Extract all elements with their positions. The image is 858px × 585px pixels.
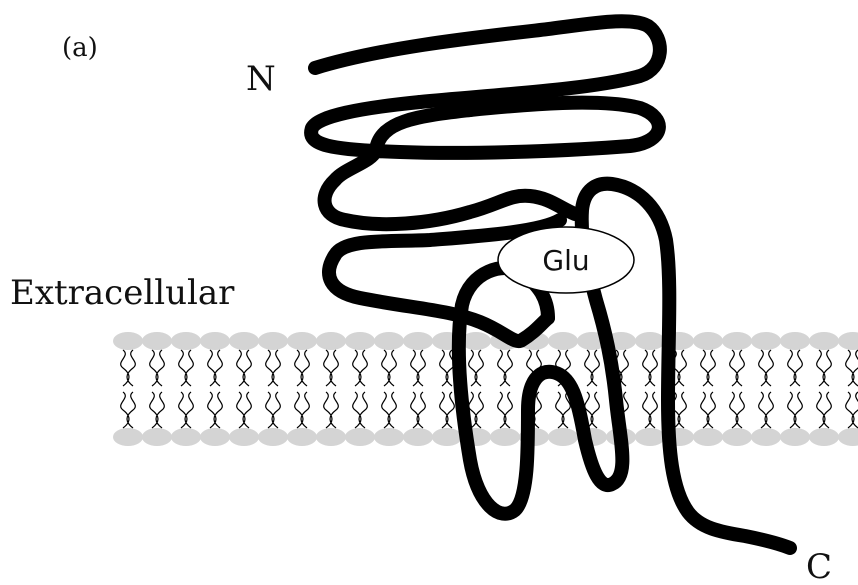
lipid-tail (150, 350, 165, 386)
lipid-tail (208, 392, 223, 428)
lipid-tail (382, 392, 397, 428)
lipid-tail (295, 350, 310, 386)
lipid-head (490, 428, 520, 446)
lipid-head (838, 428, 858, 446)
lipid-tail (324, 350, 339, 386)
lipid-head (432, 428, 462, 446)
n-terminus-label: N (246, 59, 276, 99)
lipid-head (142, 332, 172, 350)
lipid-tail (411, 350, 426, 386)
lipid-head (171, 332, 201, 350)
lipid-tail (846, 392, 858, 428)
glu-label: Glu (542, 244, 589, 277)
lipid-head (693, 332, 723, 350)
glu-ligand: Glu (498, 227, 634, 293)
lipid-tail (121, 392, 136, 428)
lipid-head (548, 332, 578, 350)
panel-label: (a) (62, 33, 98, 63)
lipid-tail (266, 392, 281, 428)
lipid-tail (701, 350, 716, 386)
lipid-head (258, 428, 288, 446)
lipid-head (751, 332, 781, 350)
lipid-tail (324, 392, 339, 428)
lipid-tail (759, 392, 774, 428)
lipid-tail (237, 350, 252, 386)
lipid-head (200, 332, 230, 350)
chain-loop-1 (315, 21, 660, 102)
lipid-head (316, 428, 346, 446)
lipid-head (809, 332, 839, 350)
lipid-tail (585, 350, 600, 386)
lipid-head (374, 428, 404, 446)
lipid-head (722, 332, 752, 350)
lipid-tail (440, 392, 455, 428)
lipid-tail (817, 392, 832, 428)
lipid-head (635, 428, 665, 446)
lipid-head (838, 332, 858, 350)
chain-loop-3 (376, 110, 470, 150)
lipid-head (693, 428, 723, 446)
lipid-head (374, 332, 404, 350)
lipid-head (171, 428, 201, 446)
lipid-head (809, 428, 839, 446)
lipid-head (751, 428, 781, 446)
lipid-tail (353, 350, 368, 386)
lipid-tail (411, 392, 426, 428)
lipid-heads-bottom (113, 428, 858, 446)
lipid-tail (498, 392, 513, 428)
lipid-tail (643, 392, 658, 428)
lipid-head (722, 428, 752, 446)
lipid-tail (150, 392, 165, 428)
lipid-head (780, 428, 810, 446)
lipid-tail (498, 350, 513, 386)
lipid-tail (208, 350, 223, 386)
lipid-tail (759, 350, 774, 386)
lipid-tail (817, 350, 832, 386)
chain-loop-2 (311, 102, 659, 153)
lipid-head (200, 428, 230, 446)
c-terminus-label: C (806, 547, 832, 585)
lipid-tail (701, 392, 716, 428)
lipid-tail (295, 392, 310, 428)
lipid-tail (846, 350, 858, 386)
lipid-heads-top (113, 332, 858, 350)
lipid-tail (730, 392, 745, 428)
lipid-head (345, 332, 375, 350)
lipid-tail (353, 392, 368, 428)
lipid-head (780, 332, 810, 350)
lipid-tail (788, 350, 803, 386)
lipid-tail (382, 350, 397, 386)
extracellular-label: Extracellular (10, 273, 235, 313)
lipid-tails (121, 350, 858, 428)
lipid-head (548, 428, 578, 446)
lipid-head (258, 332, 288, 350)
lipid-tail (266, 350, 281, 386)
chain-loop-4 (325, 150, 575, 224)
lipid-tail (643, 350, 658, 386)
lipid-head (113, 332, 143, 350)
lipid-tail (121, 350, 136, 386)
lipid-head (403, 428, 433, 446)
lipid-head (316, 332, 346, 350)
lipid-head (113, 428, 143, 446)
lipid-bilayer (113, 332, 858, 446)
lipid-head (403, 332, 433, 350)
lipid-head (635, 332, 665, 350)
lipid-tail (469, 350, 484, 386)
lipid-tail (237, 392, 252, 428)
lipid-tail (179, 350, 194, 386)
lipid-head (345, 428, 375, 446)
lipid-head (229, 428, 259, 446)
lipid-head (287, 332, 317, 350)
lipid-head (142, 428, 172, 446)
lipid-head (287, 428, 317, 446)
lipid-tail (788, 392, 803, 428)
lipid-tail (179, 392, 194, 428)
lipid-head (229, 332, 259, 350)
lipid-tail (730, 350, 745, 386)
